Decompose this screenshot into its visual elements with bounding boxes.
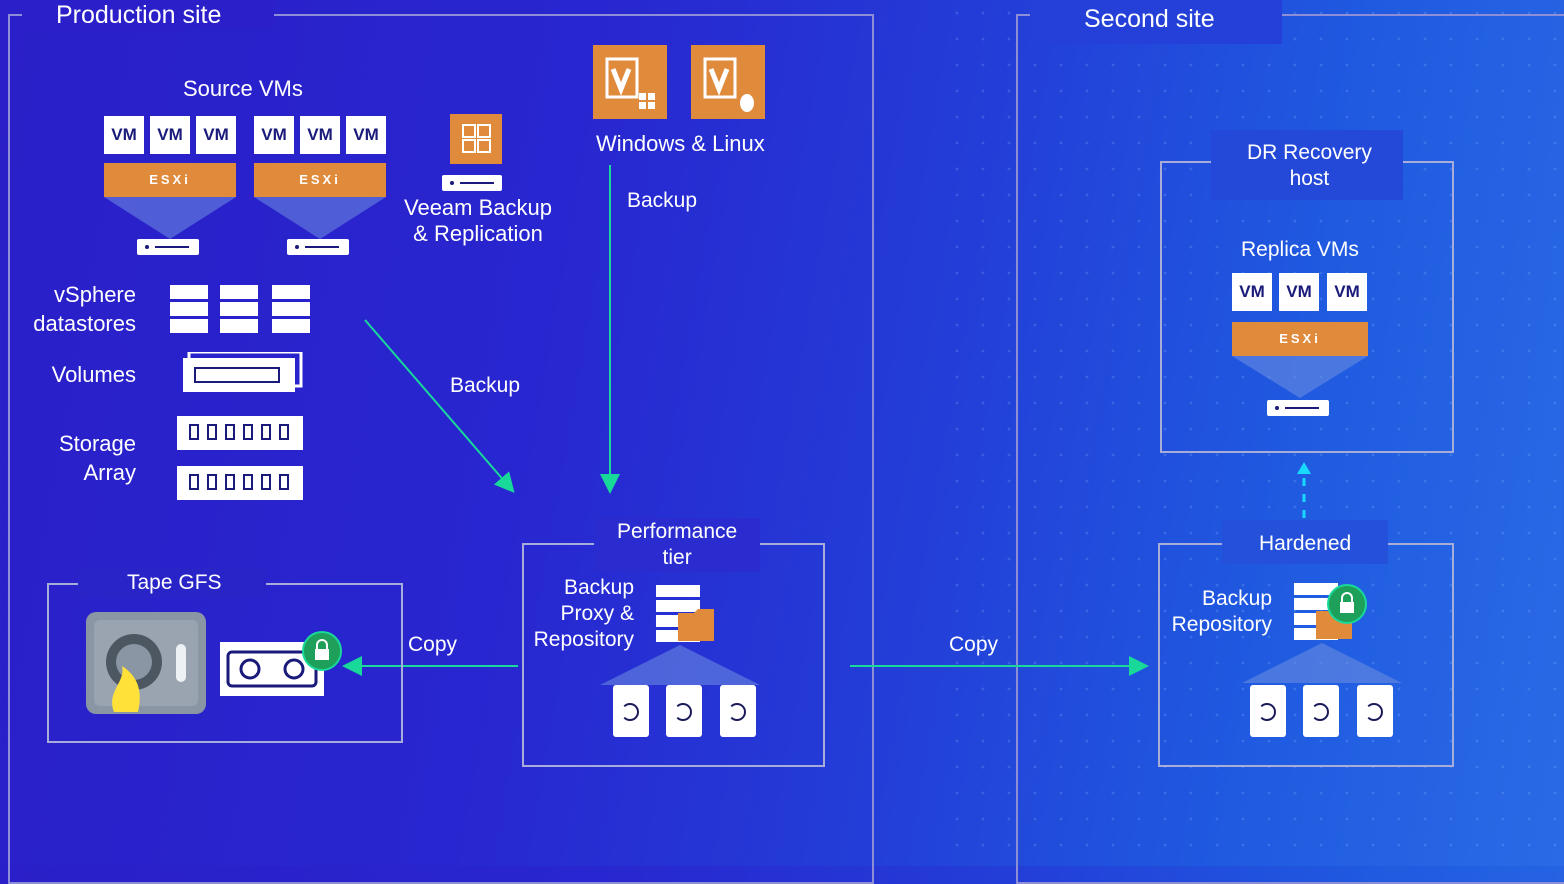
production-site-title: Production site: [56, 1, 222, 29]
backup-file-icon: [1303, 685, 1339, 737]
vm-icon: VM: [1279, 273, 1319, 311]
backup-file-icon: [1250, 685, 1286, 737]
dr-host-tag: [1211, 130, 1403, 200]
repo-beam: [600, 645, 760, 685]
host-beam: [104, 197, 236, 239]
server-icon: [1267, 400, 1329, 416]
proxy-repo-label: Backup Proxy & Repository: [533, 576, 634, 651]
repository-icon: [1294, 583, 1352, 640]
dr-host-label: DR Recovery host: [1247, 141, 1372, 190]
replica-vms-label: Replica VMs: [1241, 238, 1359, 261]
backup-repo-label: Backup Repository: [1171, 587, 1272, 636]
backup-file-icon: [613, 685, 649, 737]
esxi-bar: ESXi: [254, 163, 386, 197]
performance-tier-tag: [594, 518, 760, 572]
veeam-server-icon: [442, 175, 502, 191]
tape-gfs-tag: [78, 568, 266, 598]
datastores-label: vSphere datastores: [33, 282, 136, 336]
backup-file-icon: [720, 685, 756, 737]
vm-icon: VM: [1327, 273, 1367, 311]
second-site-tag: Second site: [1030, 0, 1282, 44]
storage-array-label: Storage Array: [58, 431, 136, 485]
second-site-title: Second site: [1084, 5, 1215, 33]
storage-array-icon: [177, 416, 303, 450]
lock-icon: [1327, 584, 1367, 624]
hardened-tag: [1222, 520, 1388, 564]
windows-linux-label: Windows & Linux: [596, 131, 765, 156]
volumes-icon: [183, 352, 303, 392]
vm-icon: VM: [104, 116, 144, 154]
performance-tier-label: Performance tier: [617, 520, 738, 569]
esxi-bar: ESXi: [1232, 322, 1368, 356]
server-icon: [287, 239, 349, 255]
vm-icon: VM: [300, 116, 340, 154]
backup-file-icon: [1357, 685, 1393, 737]
esxi-bar: ESXi: [104, 163, 236, 197]
vm-icon: VM: [1232, 273, 1272, 311]
flow-arrows: [342, 165, 1311, 676]
production-site-tag: Production site: [22, 0, 274, 30]
volumes-label: Volumes: [51, 362, 136, 387]
windows-agent-icon: [593, 45, 667, 119]
veeam-br-label: Veeam Backup & Replication: [404, 195, 552, 246]
repo-beam: [1242, 643, 1402, 683]
vm-icon: VM: [254, 116, 294, 154]
linux-agent-icon: [691, 45, 765, 119]
host-beam: [254, 197, 386, 239]
host-beam: [1232, 356, 1368, 398]
vm-icon: VM: [196, 116, 236, 154]
tape-gfs-label: Tape GFS: [127, 571, 222, 594]
backup-flow-label-2: Backup: [627, 189, 698, 212]
repository-icon: [656, 585, 714, 642]
server-icon: [137, 239, 199, 255]
vm-icon: VM: [150, 116, 190, 154]
storage-array-icon: [177, 466, 303, 500]
backup-flow-label-1: Backup: [450, 374, 521, 397]
vault-icon: [86, 612, 206, 714]
hardened-label: Hardened: [1259, 532, 1352, 555]
source-vms-label: Source VMs: [183, 76, 303, 101]
backup-file-icon: [666, 685, 702, 737]
copy-flow-label-2: Copy: [949, 633, 999, 656]
vm-icon: VM: [346, 116, 386, 154]
lock-icon: [302, 631, 342, 671]
veeam-br-icon: [450, 114, 502, 164]
copy-flow-label-1: Copy: [408, 633, 458, 656]
